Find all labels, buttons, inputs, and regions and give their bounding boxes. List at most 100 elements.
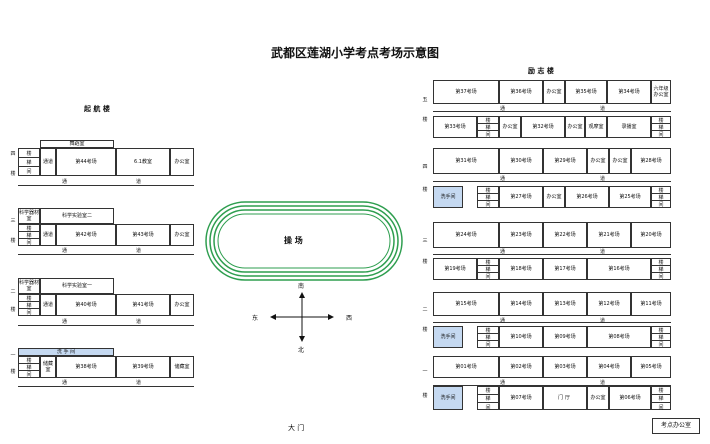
- corridor-line: [18, 325, 194, 326]
- science-storage: 科学器材室: [18, 278, 40, 294]
- walkway: 通道: [40, 224, 56, 246]
- washroom: 洗手间: [433, 386, 463, 410]
- stair-text: 楼: [478, 387, 498, 395]
- stair-text: 间: [658, 342, 664, 348]
- stairwell: 楼 梯 间: [651, 258, 671, 280]
- washroom: 洗 手 间: [18, 348, 114, 356]
- room: 第03考场: [543, 356, 587, 378]
- washroom: 洗手间: [433, 326, 463, 348]
- room: 录播室: [607, 116, 651, 138]
- corridor-line: [433, 254, 671, 255]
- corridor-text: 道: [136, 380, 142, 386]
- room: 第37考场: [433, 80, 499, 104]
- corridor-text: 道: [136, 248, 142, 254]
- stair-text: 楼: [652, 187, 670, 194]
- room: 第26考场: [565, 186, 609, 208]
- room: 办公室: [543, 186, 565, 208]
- room: 第24考场: [433, 222, 499, 248]
- stair-text: 楼: [19, 225, 39, 232]
- floor-lou: 楼: [10, 307, 16, 313]
- floor-lou: 楼: [422, 259, 428, 265]
- room: 第23考场: [499, 222, 543, 248]
- stair-text: 楼: [478, 187, 498, 194]
- corridor-line: [433, 181, 671, 182]
- stair-text: 楼: [19, 149, 39, 158]
- room: 办公室: [499, 116, 521, 138]
- corridor-text: 通: [500, 380, 506, 386]
- corridor-text: 通: [62, 248, 68, 254]
- room: 第19考场: [433, 258, 477, 280]
- stair-text: 间: [485, 274, 491, 280]
- room: 第35考场: [565, 80, 607, 104]
- floor-lou: 楼: [422, 187, 428, 193]
- room: 办公室: [587, 386, 609, 410]
- floor-label: 四: [422, 164, 428, 170]
- room: 第43考场: [116, 224, 170, 246]
- stair-text: 间: [485, 404, 491, 411]
- entrance-hall: 门厅: [543, 386, 587, 410]
- science-lab: 科学实验室一: [40, 278, 114, 294]
- corridor-text: 道: [600, 106, 606, 112]
- room: 第28考场: [631, 148, 671, 174]
- stair-text: 梯: [478, 194, 498, 201]
- washroom: 洗手间: [433, 186, 463, 208]
- floor-lou: 楼: [422, 393, 428, 399]
- science-storage: 科学器材室: [18, 208, 40, 224]
- stair-text: 间: [26, 372, 32, 378]
- stairwell: 楼 梯 间: [18, 356, 40, 378]
- stair-text: 间: [658, 202, 664, 208]
- corridor-text: 道: [600, 249, 606, 255]
- room: 第22考场: [543, 222, 587, 248]
- corridor-line: [18, 386, 194, 387]
- corridor-text: 通: [500, 176, 506, 182]
- science-lab: 科学实验室二: [40, 208, 114, 224]
- stairwell: 楼 梯 间: [651, 326, 671, 348]
- room: 第11考场: [631, 292, 671, 316]
- corridor-text: 通: [62, 179, 68, 185]
- corridor-text: 道: [136, 179, 142, 185]
- room: 第09考场: [543, 326, 587, 348]
- room: 第06考场: [609, 386, 651, 410]
- room: 第01考场: [433, 356, 499, 378]
- stair-text: 楼: [478, 117, 498, 124]
- room: 6.1教室: [116, 148, 170, 176]
- stair-text: 梯: [478, 395, 498, 403]
- room: 办公室: [565, 116, 585, 138]
- room: 办公室: [609, 148, 631, 174]
- floor-label: 五: [422, 97, 428, 103]
- room: 第30考场: [499, 148, 543, 174]
- stair-text: 间: [485, 342, 491, 348]
- exam-office: 考点办公室: [652, 418, 700, 434]
- stairwell: 楼 梯 间: [18, 294, 40, 316]
- compass-bottom: 北: [298, 347, 305, 354]
- stair-text: 间: [658, 132, 664, 138]
- stair-text: 梯: [19, 302, 39, 309]
- stair-text: 梯: [652, 395, 670, 403]
- stair-text: 间: [658, 404, 664, 411]
- corridor-text: 道: [136, 319, 142, 325]
- room: 第04考场: [587, 356, 631, 378]
- corridor-text: 通: [62, 380, 68, 386]
- room: 储藏室: [170, 356, 194, 378]
- floor-label: 一: [422, 369, 428, 375]
- corridor-text: 通: [500, 249, 506, 255]
- corridor-text: 道: [600, 176, 606, 182]
- room: 第25考场: [609, 186, 651, 208]
- room: 第13考场: [543, 292, 587, 316]
- playground-track: [205, 201, 403, 281]
- room: 办公室: [587, 148, 609, 174]
- stair-text: 梯: [652, 124, 670, 131]
- stairwell: 楼 梯 间: [651, 116, 671, 138]
- room: 第29考场: [543, 148, 587, 174]
- room: 办公室: [170, 294, 194, 316]
- floor-label: 二: [10, 289, 16, 295]
- stair-text: 梯: [652, 194, 670, 201]
- corridor-line: [18, 185, 194, 186]
- stairwell: 楼 梯 间: [477, 386, 499, 411]
- room: 第14考场: [499, 292, 543, 316]
- stair-text: 梯: [19, 232, 39, 239]
- room: 第05考场: [631, 356, 671, 378]
- room: 第07考场: [499, 386, 543, 410]
- stair-text: 梯: [652, 266, 670, 273]
- room: 第21考场: [587, 222, 631, 248]
